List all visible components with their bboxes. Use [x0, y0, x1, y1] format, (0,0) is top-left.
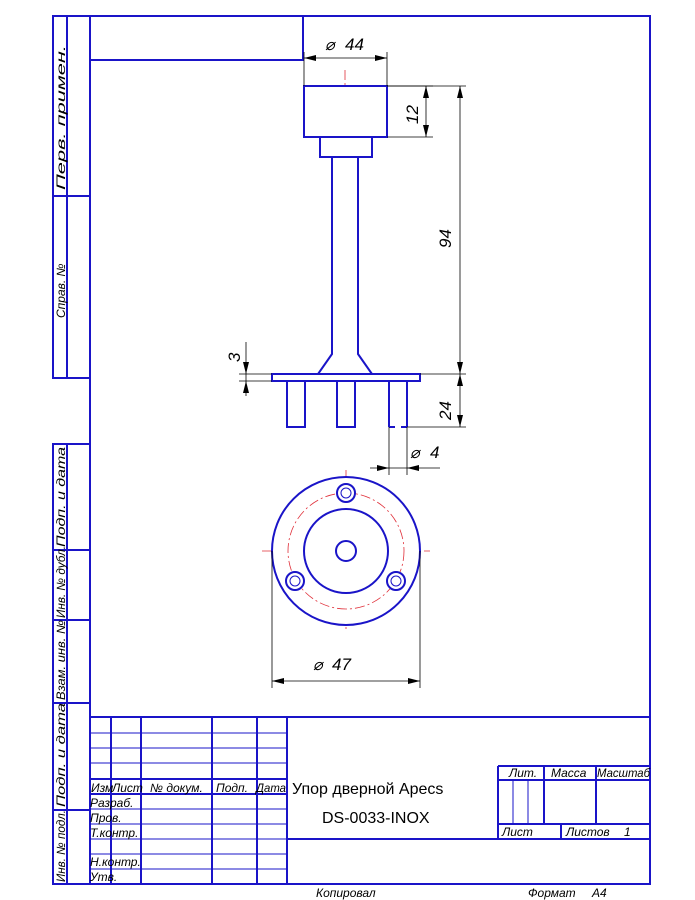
- title-block: Изм Лист № докум. Подп. Дата Разраб. Про…: [89, 716, 651, 884]
- dim-diameter-symbol-47: ⌀: [313, 657, 324, 674]
- dim-base-diameter: 47: [332, 655, 351, 674]
- stopper-neck: [319, 136, 373, 158]
- mount-hole-top: [336, 483, 356, 503]
- drawing-frame: [52, 15, 651, 885]
- row-razrab: Разраб.: [90, 796, 133, 810]
- kopiroval-label: Копировал: [316, 886, 376, 900]
- dim-plate-thickness: 3: [225, 352, 244, 362]
- col-doc: № докум.: [150, 781, 203, 795]
- side-view: [271, 70, 421, 428]
- mount-hole-right: [386, 571, 406, 591]
- dim-pin-length: 24: [436, 401, 455, 421]
- pin-right: [388, 381, 408, 428]
- dim-diameter-symbol-44: ⌀: [325, 37, 336, 54]
- massa-label: Масса: [551, 766, 587, 780]
- dim-cap-height: 12: [403, 105, 422, 124]
- list-label: Лист: [501, 825, 533, 839]
- format-value: А4: [591, 886, 607, 900]
- stamp-inv-dubl: Инв. № дубл.: [54, 546, 68, 618]
- stamp-podp-data-bottom: Подп. и дата: [54, 703, 68, 807]
- center-hole: [335, 540, 357, 562]
- row-prov: Пров.: [90, 811, 122, 825]
- part-name: Упор дверной Apecs: [292, 781, 443, 798]
- col-izm: Изм: [91, 781, 113, 795]
- dim-diameter-symbol-4: ⌀: [410, 445, 421, 462]
- pin-left: [286, 380, 306, 428]
- masshtab-label: Масштаб: [597, 766, 651, 780]
- format-label: Формат: [528, 886, 576, 900]
- stopper-stem: [316, 156, 374, 375]
- col-data: Дата: [254, 781, 286, 795]
- stamp-vzam-inv: Взам. инв. №: [54, 620, 68, 700]
- dim-top-diameter: 44: [345, 35, 364, 54]
- mount-hole-left: [285, 571, 305, 591]
- stamp-podp-data-top: Подп. и дата: [54, 447, 68, 547]
- base-plate: [271, 373, 421, 382]
- stamp-sprav-no: Справ. №: [54, 263, 68, 318]
- top-view: [262, 470, 430, 630]
- side-stamps: Перв. примен. Справ. № Подп. и дата Инв.…: [54, 45, 68, 882]
- row-tkontr: Т.контр.: [90, 826, 138, 840]
- part-code: DS-0033-INOX: [322, 810, 430, 827]
- lit-label: Лит.: [508, 766, 537, 780]
- pin-center: [336, 380, 356, 428]
- listov-label: Листов: [565, 825, 610, 839]
- stamp-inv-podl: Инв. № подл.: [54, 810, 68, 882]
- row-utv: Утв.: [89, 870, 117, 884]
- footer: Копировал Формат А4: [316, 886, 607, 900]
- dim-stem-length: 94: [436, 229, 455, 248]
- listov-value: 1: [624, 825, 631, 839]
- row-nkontr: Н.контр.: [90, 855, 141, 869]
- col-podp: Подп.: [216, 781, 248, 795]
- stopper-cap: [303, 85, 388, 138]
- dimensions: ⌀ 44 12 94 24 3 ⌀ 4: [225, 35, 466, 688]
- col-list: Лист: [111, 781, 143, 795]
- stamp-perv-primen: Перв. примен.: [54, 45, 68, 190]
- dim-pin-diameter: 4: [430, 443, 439, 462]
